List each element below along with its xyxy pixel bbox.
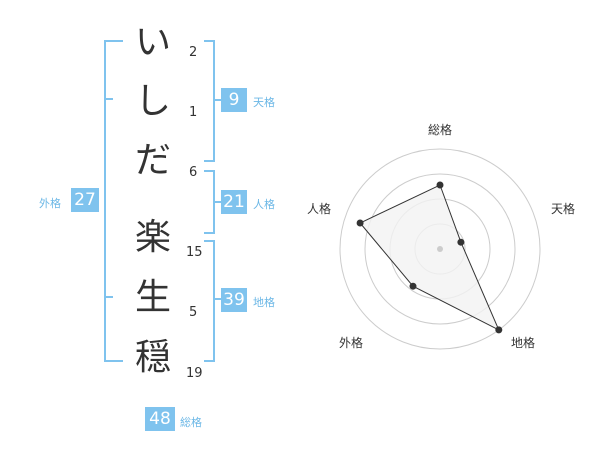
- name-char-1: い: [134, 22, 171, 63]
- stroke-count-1: 2: [189, 45, 198, 60]
- radar-center-dot: [437, 246, 443, 252]
- radar-ring: [339, 148, 541, 350]
- gaikaku-bracket-tick: [104, 296, 113, 298]
- radar-point: [457, 238, 465, 246]
- radar-axis-label-jinkaku: 人格: [307, 202, 332, 216]
- tenkaku-value: 9: [221, 88, 247, 112]
- name-char-2: し: [134, 81, 171, 122]
- stroke-count-6: 19: [186, 366, 203, 381]
- radar-axis-label-chikaku: 地格: [511, 336, 536, 350]
- radar-point: [356, 219, 364, 227]
- name-char-3: だ: [134, 140, 171, 181]
- jinkaku-value: 21: [221, 190, 247, 214]
- jinkaku-label: 人格: [253, 198, 275, 211]
- radar-axis-label-soukaku: 総格: [428, 123, 453, 137]
- radar-point: [436, 181, 444, 189]
- tenkaku-connector: [215, 99, 221, 101]
- jinkaku-connector: [215, 201, 221, 203]
- radar-axis-label-gaikaku: 外格: [339, 336, 364, 350]
- name-char-5: 生: [134, 277, 171, 318]
- stroke-count-2: 1: [189, 105, 198, 120]
- radar-point: [495, 326, 503, 334]
- soukaku-label: 総格: [180, 416, 202, 429]
- chikaku-connector: [215, 298, 221, 300]
- gaikaku-label: 外格: [39, 197, 61, 210]
- stroke-count-5: 5: [189, 305, 198, 320]
- radar-axis-label-tenkaku: 天格: [551, 202, 576, 216]
- jinkaku-bracket: [204, 170, 215, 234]
- radar-polygon: [359, 184, 500, 331]
- gaikaku-bracket: [104, 40, 123, 362]
- name-char-6: 穏: [134, 337, 171, 378]
- tenkaku-label: 天格: [253, 96, 275, 109]
- gaikaku-value: 27: [71, 188, 99, 212]
- radar-point: [409, 282, 417, 290]
- radar-ring: [364, 173, 516, 325]
- chikaku-bracket: [204, 240, 215, 362]
- chikaku-label: 地格: [253, 296, 275, 309]
- name-char-4: 楽: [134, 217, 171, 258]
- tenkaku-bracket: [204, 40, 215, 162]
- chikaku-value: 39: [221, 288, 247, 312]
- soukaku-value: 48: [145, 407, 175, 431]
- stroke-count-4: 15: [186, 245, 203, 260]
- gaikaku-bracket-tick: [104, 98, 113, 100]
- stroke-count-3: 6: [189, 165, 198, 180]
